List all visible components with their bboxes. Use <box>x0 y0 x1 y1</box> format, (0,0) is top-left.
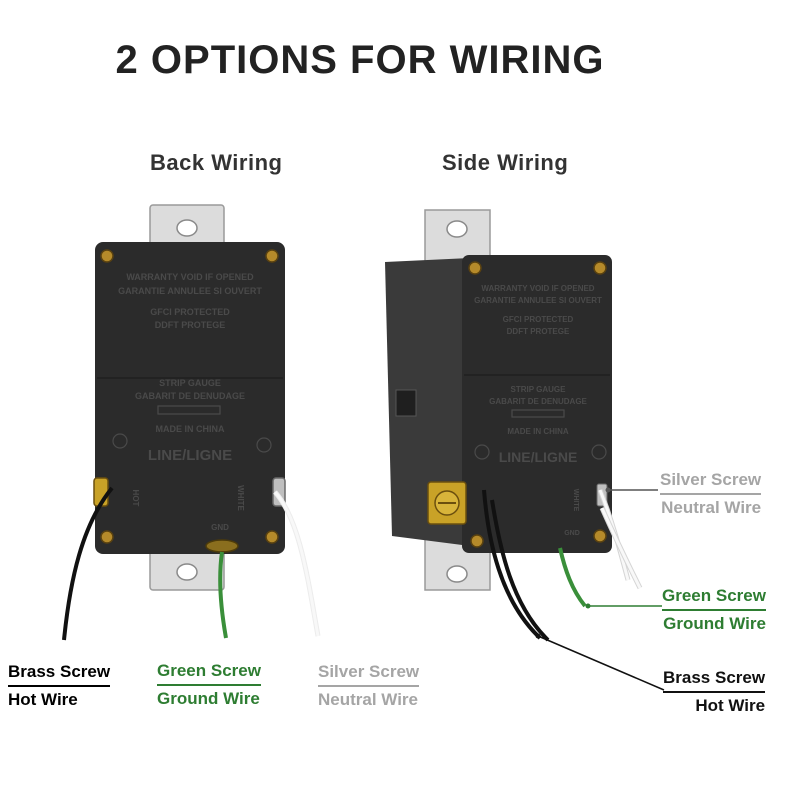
back-line-text: LINE/LIGNE <box>148 447 232 464</box>
back-ground-wire-text: Ground Wire <box>157 689 260 708</box>
back-green-label: Green Screw Ground Wire <box>157 659 261 711</box>
side-brass-screw-text: Brass Screw <box>663 666 766 693</box>
back-brass-label: Brass Screw Hot Wire <box>8 660 111 712</box>
side-wiring-heading: Side Wiring <box>442 150 569 175</box>
back-ground-wire <box>218 551 228 639</box>
back-corner-screw <box>100 249 114 263</box>
side-brass-label: Brass Screw Hot Wire <box>663 666 766 718</box>
back-strap-hole-bottom <box>176 563 198 581</box>
back-hot-text: HOT <box>131 490 140 507</box>
back-green-screw <box>205 539 239 553</box>
back-white-text: WHITE <box>236 485 245 511</box>
back-garantie-text: GARANTIE ANNULEE SI OUVERT <box>118 286 262 296</box>
side-ground-wire-text: Ground Wire <box>663 614 766 633</box>
back-made-text: MADE IN CHINA <box>156 424 225 434</box>
side-green-screw-text: Green Screw <box>662 584 766 611</box>
back-strap-hole-top <box>176 219 198 237</box>
back-wiring-heading: Back Wiring <box>150 150 283 175</box>
back-neutral-wire <box>273 491 320 637</box>
back-hot-wire-text: Hot Wire <box>8 690 78 709</box>
back-silver-label: Silver Screw Neutral Wire <box>318 660 420 712</box>
back-corner-screw <box>265 530 279 544</box>
back-hot-wire <box>62 486 114 641</box>
side-line-text: LINE/LIGNE <box>499 449 578 465</box>
back-corner-screw <box>100 530 114 544</box>
side-hot-wire-1 <box>482 489 542 640</box>
back-green-screw-text: Green Screw <box>157 659 261 686</box>
side-gabarit-text: GABARIT DE DENUDAGE <box>489 397 587 406</box>
back-gnd-text: GND <box>211 523 229 532</box>
side-protected-text: GFCI PROTECTED <box>503 315 574 324</box>
page-title: 2 OPTIONS FOR WIRING <box>115 38 605 82</box>
back-silver-screw-text: Silver Screw <box>318 660 420 687</box>
back-protected-text: GFCI PROTECTED <box>150 307 230 317</box>
side-neutral-wire-text: Neutral Wire <box>661 498 762 517</box>
back-device-body <box>95 242 285 554</box>
back-strip-text: STRIP GAUGE <box>159 378 221 388</box>
side-wiring-device: WARRANTY VOID IF OPENED GARANTIE ANNULEE… <box>385 209 665 691</box>
side-made-text: MADE IN CHINA <box>507 427 569 436</box>
side-green-label: Green Screw Ground Wire <box>662 584 766 636</box>
back-warranty-text: WARRANTY VOID IF OPENED <box>126 272 254 282</box>
side-warranty-text: WARRANTY VOID IF OPENED <box>481 284 594 293</box>
side-garantie-text: GARANTIE ANNULEE SI OUVERT <box>474 296 602 305</box>
side-hot-wire-text: Hot Wire <box>695 696 766 715</box>
back-strip-gauge <box>157 405 221 415</box>
side-device-front-face <box>462 255 612 553</box>
back-protege-text: DDFT PROTEGE <box>155 320 226 330</box>
back-corner-screw <box>265 249 279 263</box>
side-white-text: WHITE <box>572 489 579 512</box>
side-silver-screw-text: Silver Screw <box>660 468 762 495</box>
side-gnd-text: GND <box>564 530 580 537</box>
leader-brass <box>537 635 665 691</box>
side-protege-text: DDFT PROTEGE <box>507 327 570 336</box>
side-silver-label: Silver Screw Neutral Wire <box>660 468 762 520</box>
back-gabarit-text: GABARIT DE DENUDAGE <box>135 391 245 401</box>
back-wiring-device: WARRANTY VOID IF OPENED GARANTIE ANNULEE… <box>62 204 321 641</box>
side-strip-text: STRIP GAUGE <box>511 385 567 394</box>
side-hot-wire-2 <box>490 499 550 642</box>
side-device-side-face <box>385 258 470 546</box>
back-brass-screw-text: Brass Screw <box>8 660 111 687</box>
back-neutral-wire-text: Neutral Wire <box>318 690 418 709</box>
side-ground-wire <box>558 547 587 608</box>
